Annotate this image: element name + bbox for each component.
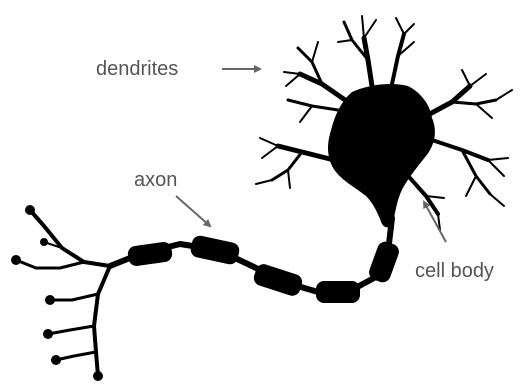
axon-label: axon [134, 170, 177, 190]
myelin-sheath [127, 234, 401, 303]
axon-terminals [16, 210, 110, 376]
neuron [11, 16, 512, 381]
cell-body [328, 84, 435, 227]
cell-body-label: cell body [415, 261, 494, 281]
dendrites-label: dendrites [96, 59, 178, 79]
axon-arrow [176, 196, 210, 226]
